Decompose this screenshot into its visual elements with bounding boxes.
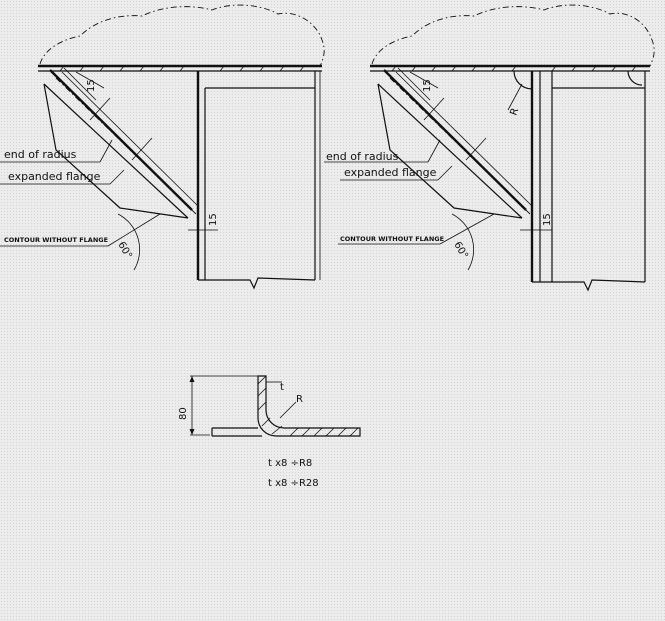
height-dim-arrows [189, 376, 195, 435]
cloud-break-line [371, 4, 655, 67]
angle-label: 60° [451, 240, 469, 261]
label-end-of-radius: end of radius [4, 148, 77, 161]
inclined-flange [377, 69, 533, 219]
frame-bottom-break [532, 279, 646, 292]
radius-label: R [296, 394, 303, 405]
left-view: 15 15 60° end of radius expanded flange … [0, 4, 325, 290]
top-dimension [63, 67, 105, 101]
radius-leader [279, 401, 297, 419]
side-dim-label: 15 [542, 213, 553, 226]
top-dim-label: 15 [422, 79, 433, 92]
profile-hatching [257, 375, 359, 437]
label-contour: CONTOUR WITHOUT FLANGE [340, 235, 444, 243]
top-dim-label: 15 [86, 79, 97, 92]
angle-arc [451, 213, 475, 271]
height-dim-label: 80 [178, 407, 189, 420]
radius-leader [507, 83, 523, 111]
label-expanded-flange: expanded flange [8, 170, 101, 183]
frame-bottom-break [198, 277, 316, 290]
angle-label: 60° [115, 240, 133, 261]
radius-label: R [508, 107, 521, 117]
right-view: R 15 15 60° end of radius expanded flang… [324, 4, 655, 292]
label-end-of-radius: end of radius [326, 150, 399, 163]
angle-arc [117, 213, 141, 271]
inclined-flange [43, 69, 199, 219]
radius-corner-left [513, 70, 533, 90]
label-expanded-flange: expanded flange [344, 166, 437, 179]
side-dim-label: 15 [208, 213, 219, 226]
plate-hatching [391, 65, 637, 72]
cloud-break-line [39, 4, 325, 67]
section-view: 80 t R t x8 ÷R8 t x8 ÷R28 [178, 375, 361, 489]
angle-profile [257, 375, 361, 437]
label-contour: CONTOUR WITHOUT FLANGE [4, 236, 108, 244]
spec-line-1: t x8 ÷R8 [268, 458, 312, 469]
spec-line-2: t x8 ÷R28 [268, 478, 319, 489]
top-dimension [397, 67, 439, 101]
thickness-label: t [280, 382, 284, 393]
radius-corner-right [627, 70, 643, 86]
plate-hatching [59, 65, 305, 72]
